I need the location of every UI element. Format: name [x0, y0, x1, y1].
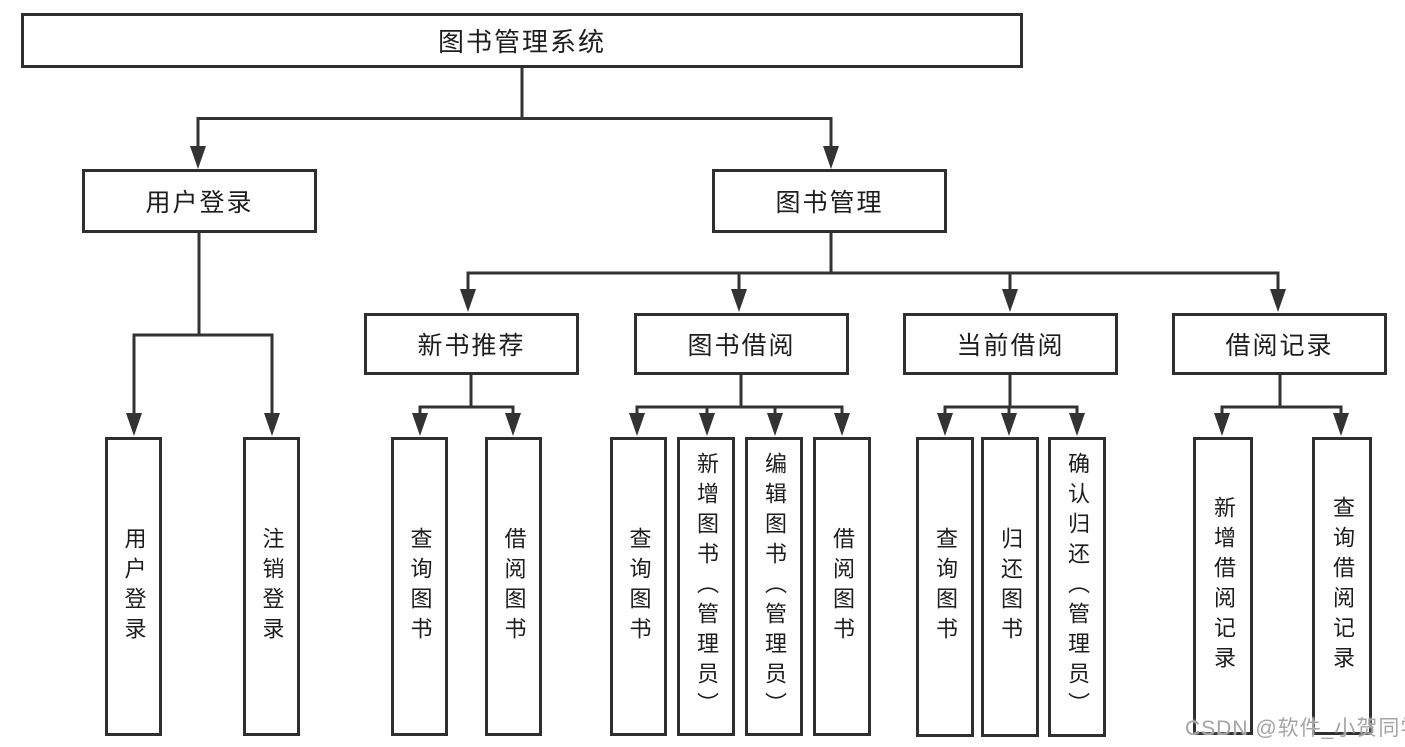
arrowhead [1069, 413, 1085, 436]
arrowhead [731, 289, 747, 312]
arrowhead [1270, 289, 1286, 312]
node-add-borrow-record: 新增借阅记录 [1193, 437, 1253, 735]
node-book-borrow: 图书借阅 [634, 313, 849, 375]
node-label: 借阅图书 [830, 526, 855, 647]
node-label: 借阅图书 [501, 526, 527, 647]
arrowhead [1001, 413, 1017, 436]
node-query-books-2: 查询图书 [610, 437, 667, 736]
arrowhead [823, 146, 839, 169]
arrowhead [699, 413, 715, 436]
arrowhead [264, 413, 280, 436]
arrowhead [1214, 413, 1230, 436]
arrowhead [767, 413, 783, 436]
node-current-borrow: 当前借阅 [903, 313, 1118, 375]
node-label: 新增借阅记录 [1211, 496, 1236, 676]
node-label: 图书管理 [775, 189, 884, 217]
arrowheads [126, 146, 1349, 436]
arrowhead [1002, 289, 1018, 312]
node-label: 编辑图书（管理员） [762, 451, 787, 722]
node-label: 新书推荐 [417, 332, 526, 360]
node-label: 注销登录 [259, 526, 285, 647]
node-library-system: 图书管理系统 [21, 13, 1023, 68]
node-label: 用户登录 [121, 526, 147, 647]
node-borrow-records: 借阅记录 [1172, 313, 1387, 375]
node-query-books-1: 查询图书 [391, 437, 448, 736]
node-borrow-books-1: 借阅图书 [485, 437, 542, 736]
arrowhead [1333, 413, 1349, 436]
node-label: 查询图书 [626, 526, 652, 647]
arrowhead [629, 413, 645, 436]
node-query-borrow-record: 查询借阅记录 [1312, 437, 1372, 735]
node-label: 查询图书 [933, 527, 958, 647]
node-label: 图书借阅 [687, 332, 796, 360]
arrowhead [126, 413, 142, 436]
node-add-book-admin: 新增图书（管理员） [677, 437, 735, 736]
connector-lines [132, 68, 1343, 416]
node-edit-book-admin: 编辑图书（管理员） [745, 437, 803, 736]
node-query-books-3: 查询图书 [916, 437, 974, 737]
node-label: 当前借阅 [956, 332, 1065, 360]
node-label: 图书管理系统 [437, 27, 606, 57]
watermark: CSDN @软件_小贺同学 [1185, 717, 1405, 740]
arrowhead [412, 413, 428, 436]
node-return-book: 归还图书 [981, 437, 1039, 737]
arrowhead [505, 413, 521, 436]
node-confirm-return-admin: 确认归还（管理员） [1048, 437, 1106, 737]
node-book-management: 图书管理 [712, 169, 947, 233]
node-new-book-recommend: 新书推荐 [364, 313, 579, 375]
node-label: 新增图书（管理员） [694, 451, 719, 722]
node-label: 查询借阅记录 [1330, 496, 1355, 676]
arrowhead [460, 289, 476, 312]
node-user-login-leaf: 用户登录 [105, 437, 162, 736]
arrowhead [834, 413, 850, 436]
arrowhead [937, 413, 953, 436]
arrowhead [190, 146, 206, 169]
node-logout: 注销登录 [243, 437, 300, 736]
node-label: 用户登录 [145, 189, 254, 217]
node-label: 查询图书 [407, 526, 433, 647]
node-label: 借阅记录 [1225, 332, 1334, 360]
node-label: 归还图书 [998, 527, 1023, 647]
node-user-login: 用户登录 [82, 169, 317, 233]
node-label: 确认归还（管理员） [1065, 452, 1090, 722]
node-borrow-books-2: 借阅图书 [813, 437, 871, 736]
